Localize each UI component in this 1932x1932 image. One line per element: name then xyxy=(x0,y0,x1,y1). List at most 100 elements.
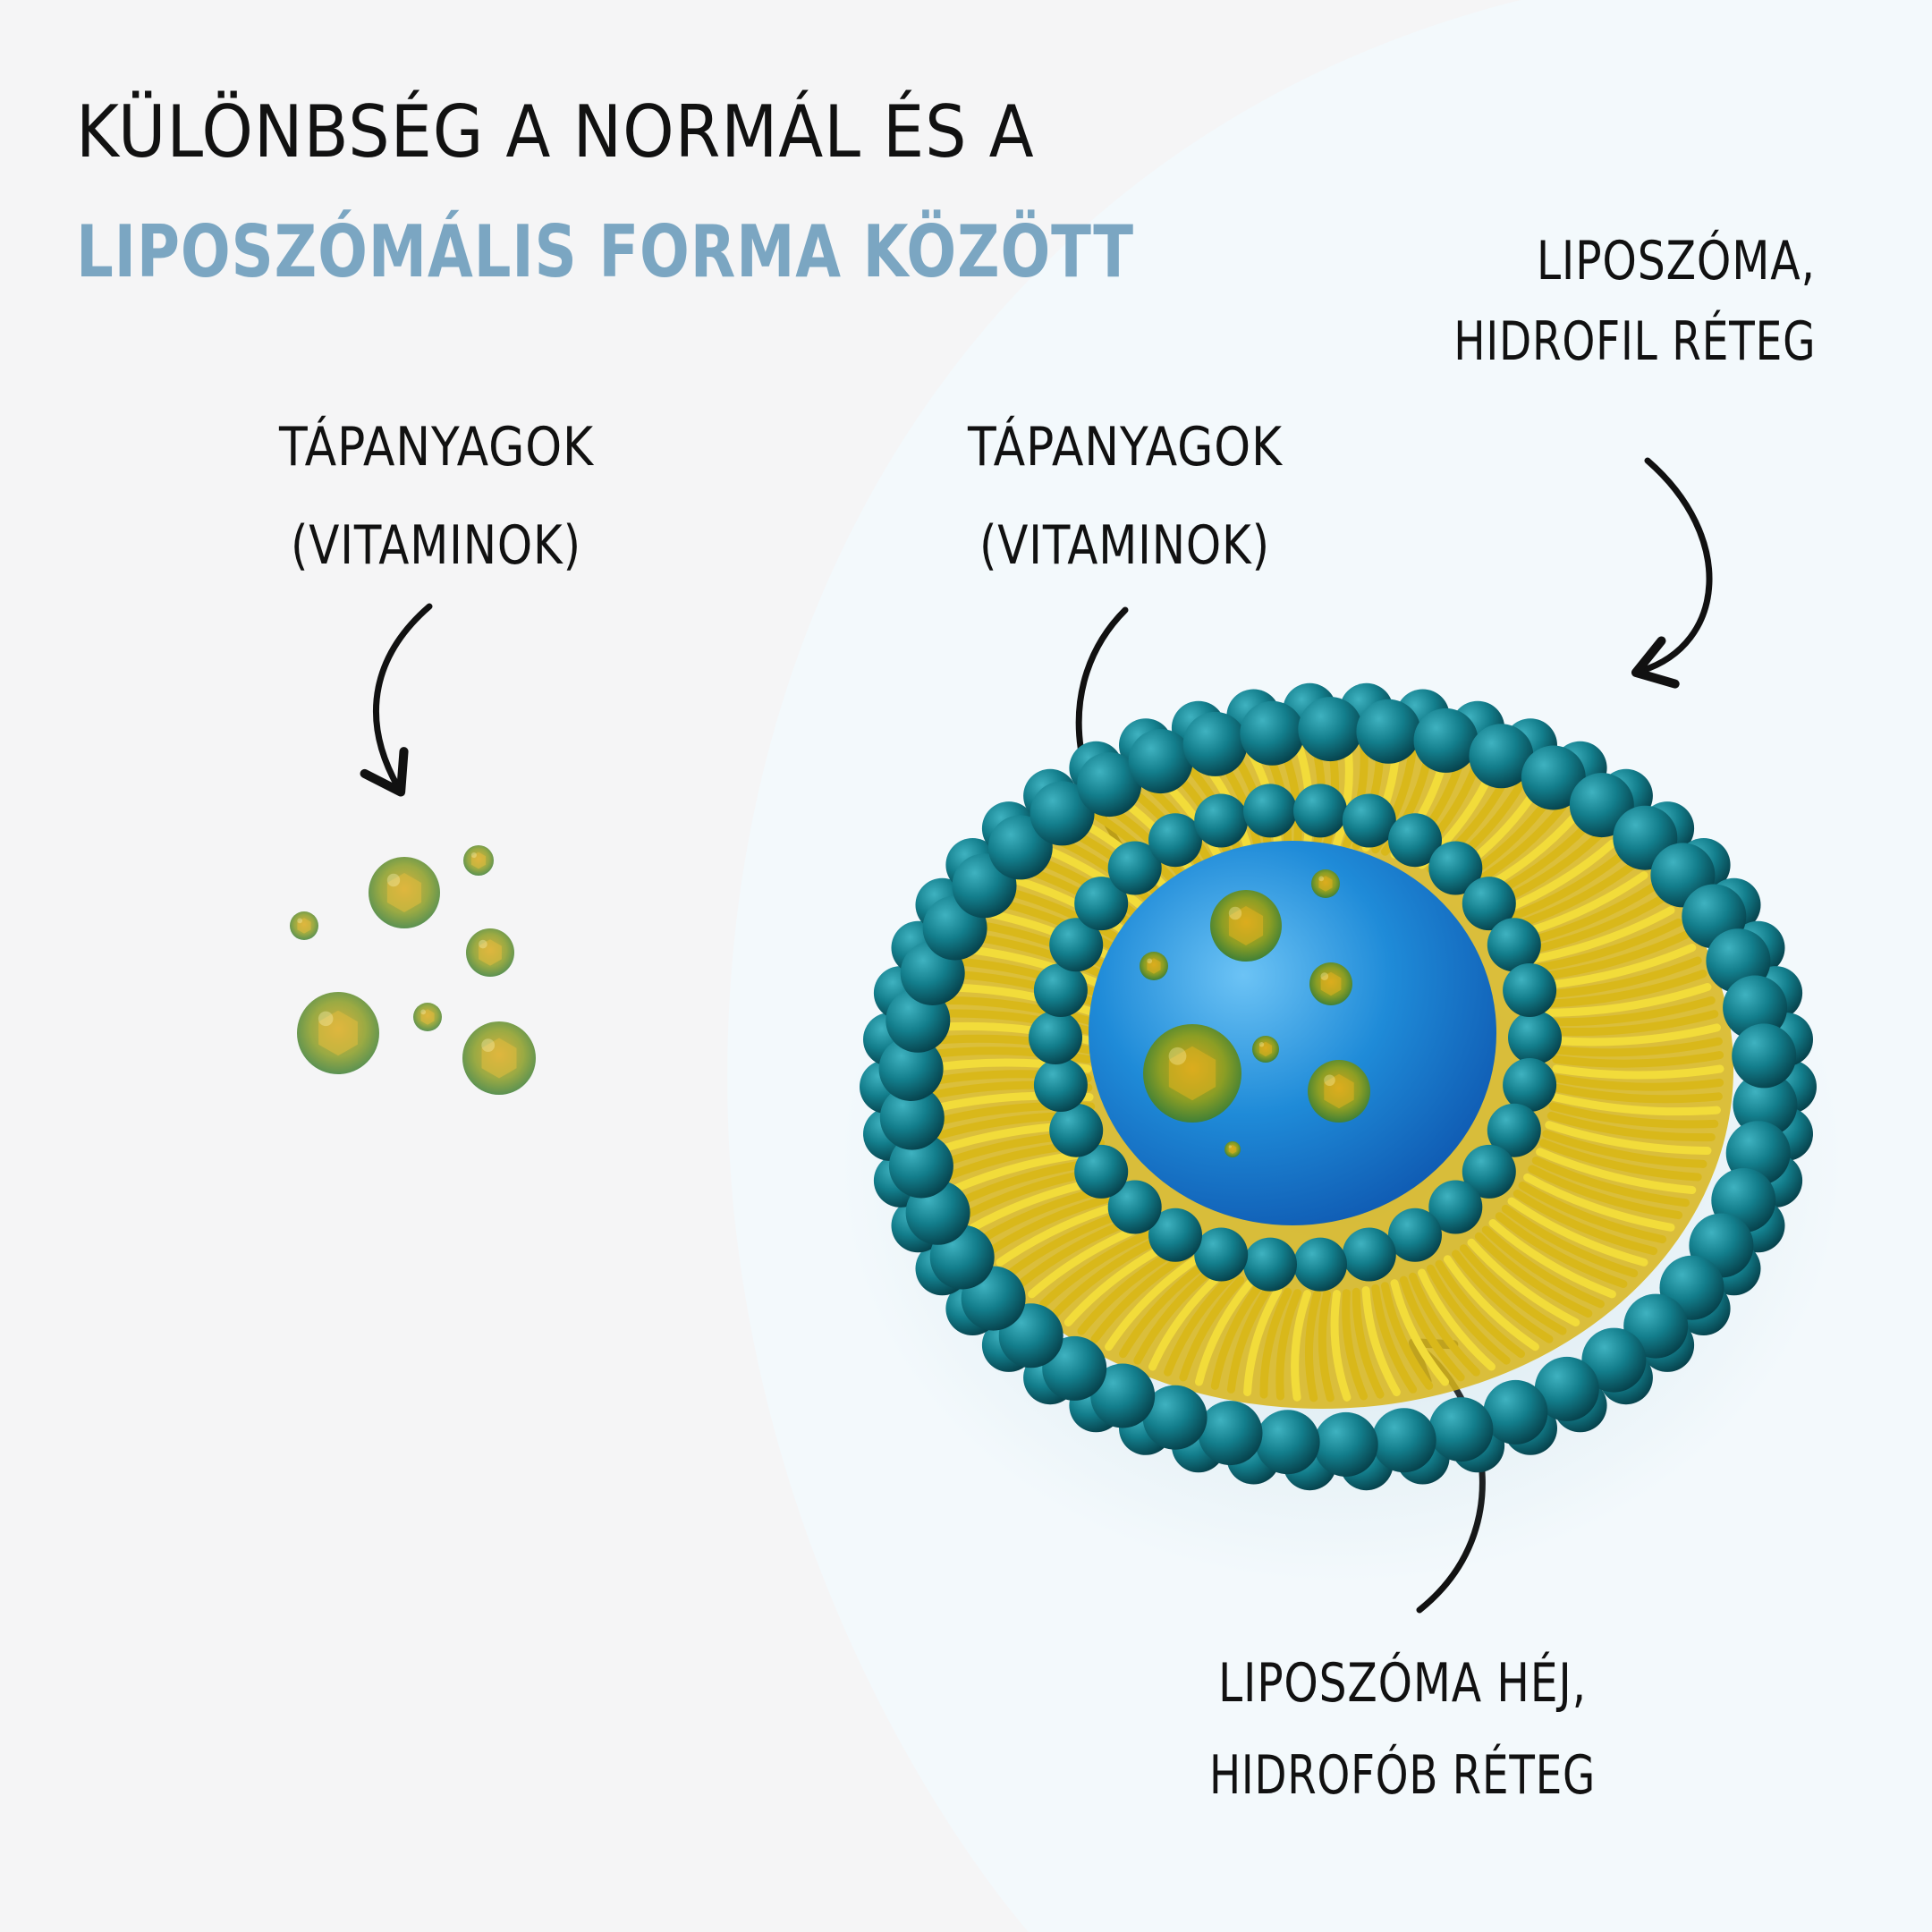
nutrient-highlight xyxy=(1320,972,1329,980)
nutrient-highlight xyxy=(1228,906,1242,920)
nutrient-facet xyxy=(1320,971,1342,996)
inner-hydrophilic-head xyxy=(1428,841,1483,895)
nutrient-particle-icon xyxy=(463,845,494,876)
hydrophilic-head xyxy=(1090,1363,1156,1428)
lipid-tail xyxy=(1495,850,1628,926)
liposome-outer-label-line-1: LIPOSZÓMA, xyxy=(1536,230,1816,292)
liposome-illustration xyxy=(841,682,1843,1583)
nutrient-facet xyxy=(1147,958,1161,974)
lipid-tail xyxy=(1090,1250,1192,1343)
hydrophilic-head xyxy=(1198,1401,1263,1466)
nutrient-particle-icon xyxy=(1143,1024,1241,1123)
lipid-tail xyxy=(1105,1255,1201,1352)
inner-hydrophilic-head xyxy=(1487,1103,1541,1157)
inner-hydrophilic-head xyxy=(1342,793,1396,848)
hydrophilic-head xyxy=(1240,700,1305,766)
lipid-tail xyxy=(1552,1051,1724,1068)
lipid-tail xyxy=(996,871,1137,941)
nutrient-highlight xyxy=(1168,1046,1187,1065)
inner-hydrophilic-head xyxy=(1462,877,1516,931)
hydrophilic-head xyxy=(1469,724,1534,789)
lipid-tail xyxy=(1435,1259,1525,1359)
lipid-tail xyxy=(1546,996,1716,1027)
hydrophilic-head xyxy=(1534,1356,1599,1421)
lipid-tail xyxy=(1381,1282,1434,1390)
nutrient-particle-icon xyxy=(1311,869,1340,898)
nutrient-sphere xyxy=(297,992,379,1074)
nutrient-facet xyxy=(297,918,311,934)
nutrient-particle-icon xyxy=(290,911,318,940)
inner-hydrophilic-head xyxy=(1148,813,1202,868)
lipid-tail xyxy=(1538,956,1702,999)
lipid-tail xyxy=(1552,1064,1724,1080)
nutrient-highlight xyxy=(1258,1042,1265,1047)
nutrient-facet xyxy=(1228,1145,1237,1154)
lipid-tail xyxy=(1536,944,1697,990)
inner-hydrophilic-head xyxy=(1049,1103,1104,1157)
nutrient-highlight xyxy=(479,939,487,949)
lipid-tail xyxy=(1426,1264,1511,1365)
hydrophilic-head xyxy=(1732,1023,1797,1089)
nutrient-particle-icon xyxy=(297,992,379,1074)
lipid-tail xyxy=(1538,1139,1702,1182)
lipid-tail xyxy=(1371,1284,1418,1394)
hydrophilic-head xyxy=(1483,1379,1548,1445)
lipid-tail xyxy=(1179,1275,1245,1382)
lipid-tail xyxy=(1318,1290,1335,1402)
inner-hydrophilic-head xyxy=(1029,1011,1082,1064)
inner-hydrophilic-head xyxy=(1293,784,1347,838)
inner-hydrophilic-head xyxy=(1033,963,1088,1017)
hydrophilic-head xyxy=(879,1085,945,1150)
lipid-tail xyxy=(1467,1238,1580,1326)
hydrophilic-head xyxy=(1255,1410,1320,1475)
hydrophilic-head xyxy=(1723,975,1788,1040)
lipid-tail xyxy=(1352,1287,1385,1399)
nutrient-sphere xyxy=(290,911,318,940)
hydrophilic-head xyxy=(1142,1385,1208,1450)
liposome-shell-label-line-2: HIDROFÓB RÉTEG xyxy=(1209,1744,1597,1807)
nutrient-facet xyxy=(1318,876,1333,892)
lipid-tail xyxy=(1133,1264,1218,1365)
encapsulated-nutrients xyxy=(1140,869,1370,1157)
nutrient-highlight xyxy=(1324,1074,1335,1087)
lipid-tail xyxy=(1474,1232,1593,1318)
lipid-tail xyxy=(1542,970,1707,1008)
inner-hydrophilic-head xyxy=(1342,1227,1396,1282)
nutrient-facet xyxy=(386,873,422,912)
hydrophilic-head xyxy=(1521,745,1586,810)
nutrient-facet xyxy=(1258,1041,1273,1057)
nutrient-highlight xyxy=(1147,958,1153,964)
lipid-tail xyxy=(1528,1165,1683,1220)
lipid-tail xyxy=(1548,1102,1719,1129)
nutrient-sphere xyxy=(369,857,440,928)
hydrophilic-head xyxy=(1356,699,1421,764)
hydrophilic-head xyxy=(1077,752,1142,818)
inner-hydrophilic-head xyxy=(1074,877,1129,931)
lipid-tail xyxy=(1531,930,1690,981)
lipid-tail xyxy=(1210,1282,1263,1390)
lipid-tail xyxy=(1548,1010,1719,1037)
lipid-tail xyxy=(1330,1290,1352,1402)
nutrient-facet xyxy=(479,939,502,966)
nutrient-particle-icon xyxy=(1140,952,1168,980)
lipid-tail xyxy=(1452,1250,1554,1343)
hydrophilic-head xyxy=(1428,1397,1494,1462)
nutrients-right-label-line-2: (VITAMINOK) xyxy=(979,514,1270,577)
nutrients-left-label-line-2: (VITAMINOK) xyxy=(291,514,581,577)
lipid-tail xyxy=(1545,983,1712,1017)
inner-hydrophilic-head xyxy=(1388,813,1442,868)
nutrient-highlight xyxy=(386,873,401,887)
nutrient-highlight xyxy=(470,852,477,859)
lipid-tail xyxy=(1513,1190,1658,1256)
lipid-tail xyxy=(1501,1205,1639,1278)
lipid-tail xyxy=(1342,1289,1368,1401)
lipid-tail xyxy=(1304,1290,1321,1402)
lipid-tail xyxy=(1361,1286,1401,1396)
lipid-tail xyxy=(1443,1255,1539,1352)
lipid-tail xyxy=(1551,1037,1723,1057)
inner-hydrophilic-head xyxy=(1148,1208,1202,1262)
hydrophilic-head xyxy=(1371,1408,1436,1473)
inner-hydrophilic-heads xyxy=(1029,784,1562,1292)
nutrient-particle-icon xyxy=(1210,890,1282,962)
hydrophilic-head xyxy=(1298,697,1363,762)
